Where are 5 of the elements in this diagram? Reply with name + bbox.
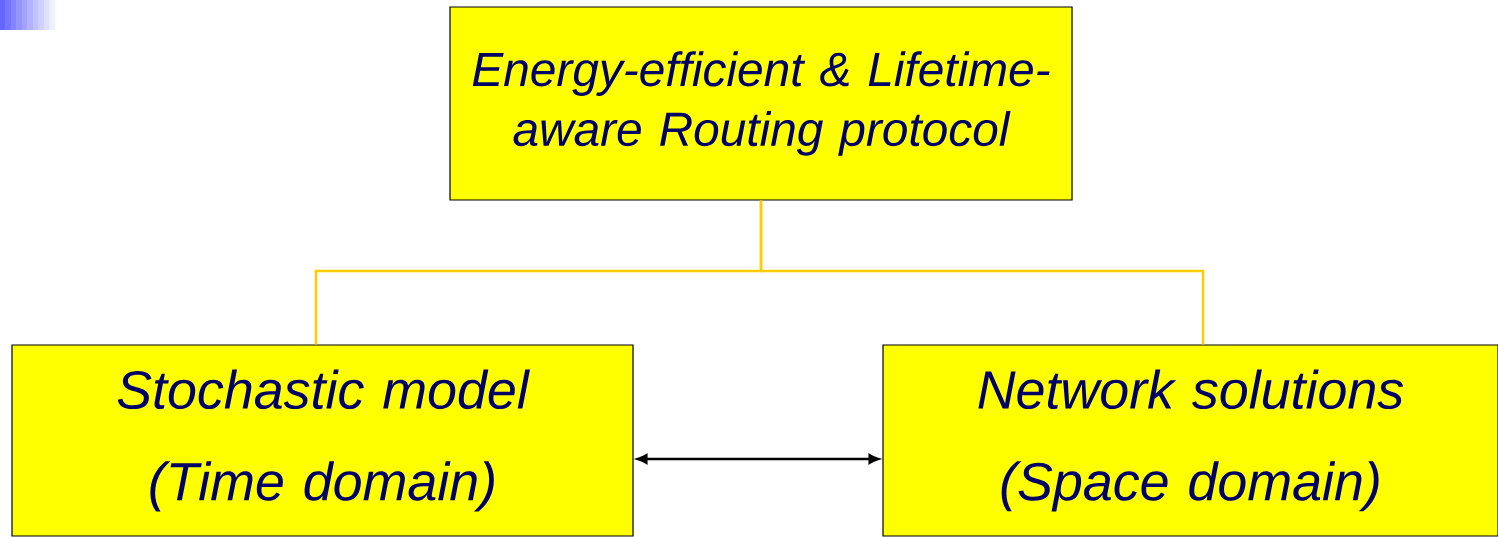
- connector: [636, 454, 880, 464]
- connector: [759, 200, 1205, 345]
- text-box: Energy-efficient & Lifetime-aware Routing protocol: [449, 6, 1073, 201]
- text-box: Network solutions (Space domain): [882, 344, 1498, 537]
- text-box: Stochastic model (Time domain): [11, 344, 634, 537]
